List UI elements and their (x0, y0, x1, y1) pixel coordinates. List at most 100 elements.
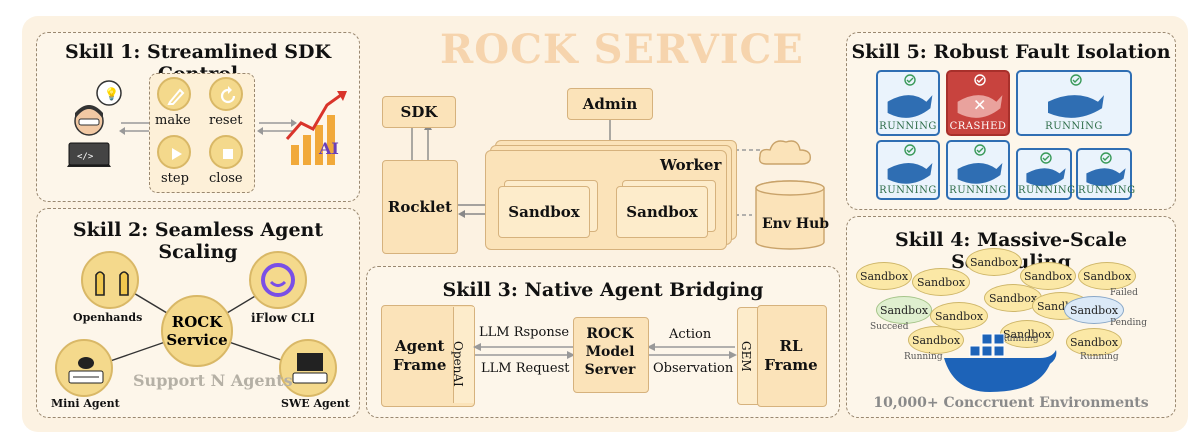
swe-agent (279, 339, 337, 397)
stop-icon (223, 149, 233, 159)
developer-icon: 💡 </> (67, 80, 122, 167)
model-server-box (573, 317, 649, 393)
sandbox-bubble: Sandbox (876, 296, 932, 324)
sandbox-status-label: Failed (1110, 288, 1138, 298)
bridge-arrows (473, 343, 737, 359)
skill2-title: Skill 2: Seamless Agent Scaling (72, 219, 324, 263)
mini-agent (55, 339, 113, 397)
sandbox-bubble: Sandbox (1066, 328, 1122, 356)
model-line2: Model (585, 344, 635, 360)
whale-icon (1086, 152, 1126, 187)
skill3-panel: Skill 3: Native Agent Bridging Agent Fra… (366, 266, 840, 418)
openhands-label: Openhands (73, 311, 143, 324)
running-status: RUNNING (879, 185, 937, 196)
agent-frame-line1: Agent (394, 337, 445, 355)
crashed-status: CRASHED (949, 121, 1007, 132)
observation-label: Observation (653, 361, 734, 376)
iflow-logo-icon (261, 263, 295, 297)
env-hub-database-icon (755, 180, 825, 250)
broken-whale-icon: ✕ (957, 74, 1003, 118)
whale-icon (887, 144, 933, 184)
sandbox-bubble: Sandbox (856, 262, 912, 290)
running-status: RUNNING (879, 121, 937, 132)
ai-growth-icon (285, 91, 347, 165)
running-status: RUNNING (1078, 185, 1136, 196)
openai-label: OpenAI (451, 341, 465, 387)
llm-request-label: LLM Request (481, 361, 570, 376)
running-sandbox: RUNNING (876, 140, 940, 200)
sandbox-status-label: Succeed (870, 322, 909, 332)
sandbox-status-label: Pending (1110, 318, 1147, 328)
sandbox-bubble: Sandbox (966, 248, 1022, 276)
env-hub-label: Env Hub (762, 216, 830, 232)
running-sandbox: RUNNING (1076, 148, 1136, 200)
sdk-ai-arrows (257, 119, 297, 135)
model-line3: Server (584, 362, 636, 378)
reset-button[interactable] (209, 77, 243, 111)
close-label: close (209, 171, 243, 186)
whale-icon (887, 74, 933, 118)
rl-frame-label: RL Frame (757, 337, 825, 375)
skill3-title: Skill 3: Native Agent Bridging (442, 279, 764, 301)
admin-box: Admin (567, 88, 653, 120)
whale-icon (957, 144, 1003, 184)
sandbox-bubble: Sandbox (984, 284, 1042, 312)
running-status: RUNNING (1045, 121, 1103, 132)
sdk-box: SDK (382, 96, 456, 128)
step-button[interactable] (157, 135, 191, 169)
iflow-label: iFlow CLI (251, 311, 315, 325)
openhands-agent (81, 251, 139, 309)
skill4-panel: Skill 4: Massive-Scale Scheduling 10,000… (846, 216, 1176, 418)
sandbox-box-1: Sandbox (498, 186, 590, 238)
rocklet-box: Rocklet (382, 160, 458, 254)
gem-label: GEM (739, 341, 753, 372)
llm-response-label: LLM Rsponse (479, 325, 570, 340)
step-label: step (161, 171, 189, 186)
sandbox-bubble: Sandbox (1000, 320, 1054, 348)
model-server-label: ROCK Model Server (573, 325, 647, 379)
rl-line2: Frame (764, 356, 818, 374)
running-sandbox: RUNNING (1016, 148, 1076, 200)
play-icon (172, 148, 182, 160)
openai-strip (453, 307, 474, 403)
close-button[interactable] (209, 135, 243, 169)
sandbox-status-label: Running (1080, 352, 1119, 362)
sandbox-bubble: Sandbox (908, 326, 964, 354)
reset-label: reset (209, 113, 243, 128)
svg-text:</>: </> (77, 152, 94, 162)
worker-label: Worker (660, 156, 722, 174)
rock-service-node: ROCK Service (161, 295, 233, 367)
whale-icon (1026, 152, 1066, 187)
running-sandbox: RUNNING (1016, 70, 1132, 136)
rl-frame-box (757, 305, 827, 407)
reset-icon (220, 86, 236, 104)
support-n-agents: Support N Agents (133, 371, 293, 390)
sandbox-status-label: Running (904, 352, 943, 362)
skill2-panel: Skill 2: Seamless Agent Scaling Openhand… (36, 208, 360, 418)
hand-keyboard-icon (292, 353, 328, 384)
service-title: ROCK SERVICE (440, 26, 804, 73)
sandbox-bubble: Sandbox (1064, 296, 1124, 324)
cloud-icon (758, 140, 811, 165)
sandbox-bubble: Sandbox (930, 302, 988, 330)
model-line1: ROCK (586, 326, 634, 342)
sandbox-status-label: Running (1000, 334, 1039, 344)
sandbox-box-2: Sandbox (616, 186, 708, 238)
svg-text:✕: ✕ (973, 95, 986, 114)
mini-agent-label: Mini Agent (51, 397, 120, 410)
ai-label: AI (319, 139, 339, 158)
crashed-sandbox: ✕ CRASHED (946, 70, 1010, 136)
rock-service-line1: ROCK (171, 313, 223, 331)
whale-icon (1048, 74, 1104, 118)
ant-keyboard-icon (68, 357, 104, 384)
running-status: RUNNING (1018, 185, 1076, 196)
rock-service-line2: Service (166, 331, 228, 349)
skill1-panel: Skill 1: Streamlined SDK Control 💡 </> m… (36, 32, 360, 202)
svg-text:💡: 💡 (104, 87, 119, 101)
swe-agent-label: SWE Agent (281, 397, 350, 410)
sandbox-bubble: Sandbox (912, 268, 970, 296)
running-status: RUNNING (949, 185, 1007, 196)
make-button[interactable] (157, 77, 191, 111)
make-label: make (155, 113, 191, 128)
action-label: Action (669, 327, 712, 342)
